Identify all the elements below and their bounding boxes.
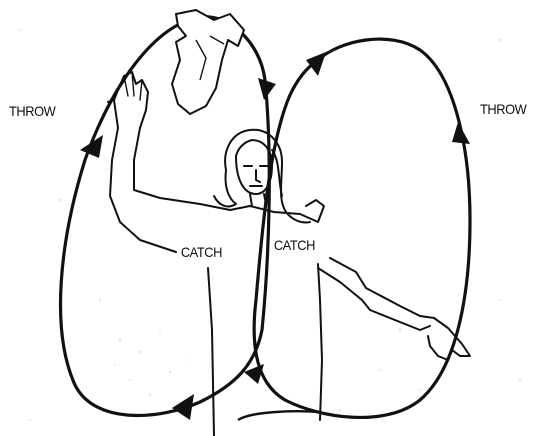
throw-label-left: THROW [9, 104, 55, 118]
arrow-left-loop-bottom-icon [172, 394, 194, 420]
catch-label-right: CATCH [272, 237, 317, 253]
catch-label-left: CATCH [179, 244, 224, 260]
scarf-illustration [172, 10, 244, 114]
person-body [200, 200, 430, 436]
lower-right-hand [420, 316, 470, 360]
arrow-left-loop-up-icon [80, 135, 103, 158]
throw-label-right: THROW [480, 102, 526, 116]
arrow-right-loop-top-icon [306, 52, 326, 76]
right-scarf-loop [254, 39, 470, 417]
center-crossing-line [238, 411, 320, 420]
left-scarf-loop [61, 17, 270, 416]
